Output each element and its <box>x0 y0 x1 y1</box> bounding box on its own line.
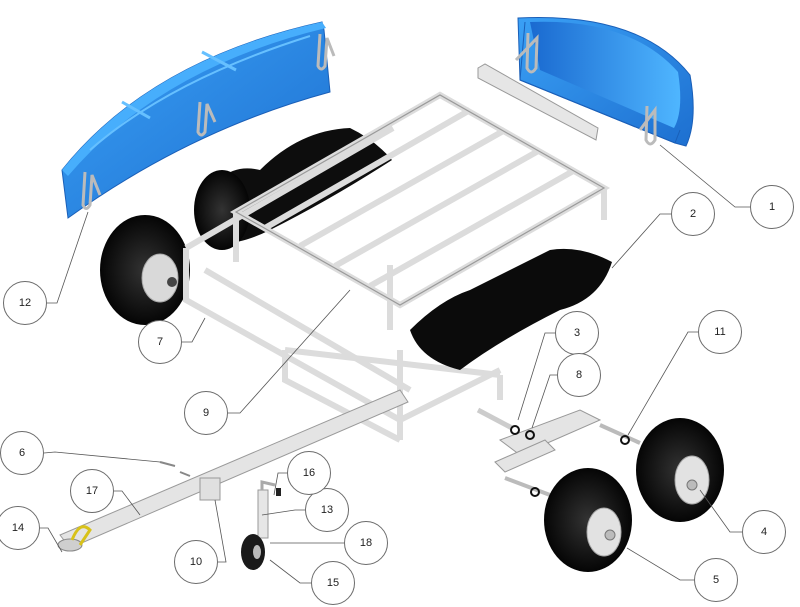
rear-wheel <box>636 418 724 522</box>
cross-beam <box>477 63 599 141</box>
callout-7: 7 <box>138 320 182 364</box>
right-fender <box>410 248 612 370</box>
callout-label: 18 <box>359 537 373 549</box>
callout-label: 4 <box>760 526 768 538</box>
callout-label: 10 <box>189 556 203 568</box>
axle-assembly <box>476 407 641 497</box>
left-bin <box>61 21 336 219</box>
callout-label: 17 <box>85 485 99 497</box>
callout-2: 2 <box>671 192 715 236</box>
callout-4: 4 <box>742 510 786 554</box>
leader-lines <box>40 144 750 584</box>
callout-label: 15 <box>326 577 340 589</box>
jack-stand <box>241 480 281 570</box>
callout-8: 8 <box>557 353 601 397</box>
callout-label: 16 <box>302 467 316 479</box>
left-front-tire <box>100 215 190 325</box>
callout-3: 3 <box>555 311 599 355</box>
front-wheel <box>544 468 632 572</box>
callout-label: 9 <box>202 407 210 419</box>
callout-label: 3 <box>573 327 581 339</box>
callout-12: 12 <box>3 281 47 325</box>
callout-label: 7 <box>156 336 164 348</box>
callout-18: 18 <box>344 521 388 565</box>
callout-14: 14 <box>0 506 40 550</box>
trailer-frame <box>183 91 611 443</box>
callout-label: 11 <box>714 326 726 338</box>
callout-11: 11 <box>698 310 742 354</box>
bin-clip-icon <box>81 33 336 210</box>
callout-label: 2 <box>689 208 697 220</box>
callout-label: 12 <box>18 297 32 309</box>
callout-label: 13 <box>320 504 334 516</box>
callout-17: 17 <box>70 469 114 513</box>
callout-13: 13 <box>305 488 349 532</box>
callout-10: 10 <box>174 540 218 584</box>
callout-5: 5 <box>694 558 738 602</box>
callout-label: 14 <box>11 522 25 534</box>
callout-1: 1 <box>750 185 794 229</box>
callout-15: 15 <box>311 561 355 605</box>
callout-6: 6 <box>0 431 44 475</box>
pin <box>159 461 191 477</box>
bin-clip-icon <box>514 32 657 146</box>
callout-label: 5 <box>712 574 720 586</box>
callout-16: 16 <box>287 451 331 495</box>
callout-label: 1 <box>768 201 776 213</box>
callout-label: 6 <box>18 447 26 459</box>
right-bin <box>514 16 694 147</box>
callout-9: 9 <box>184 391 228 435</box>
callout-label: 8 <box>575 369 583 381</box>
